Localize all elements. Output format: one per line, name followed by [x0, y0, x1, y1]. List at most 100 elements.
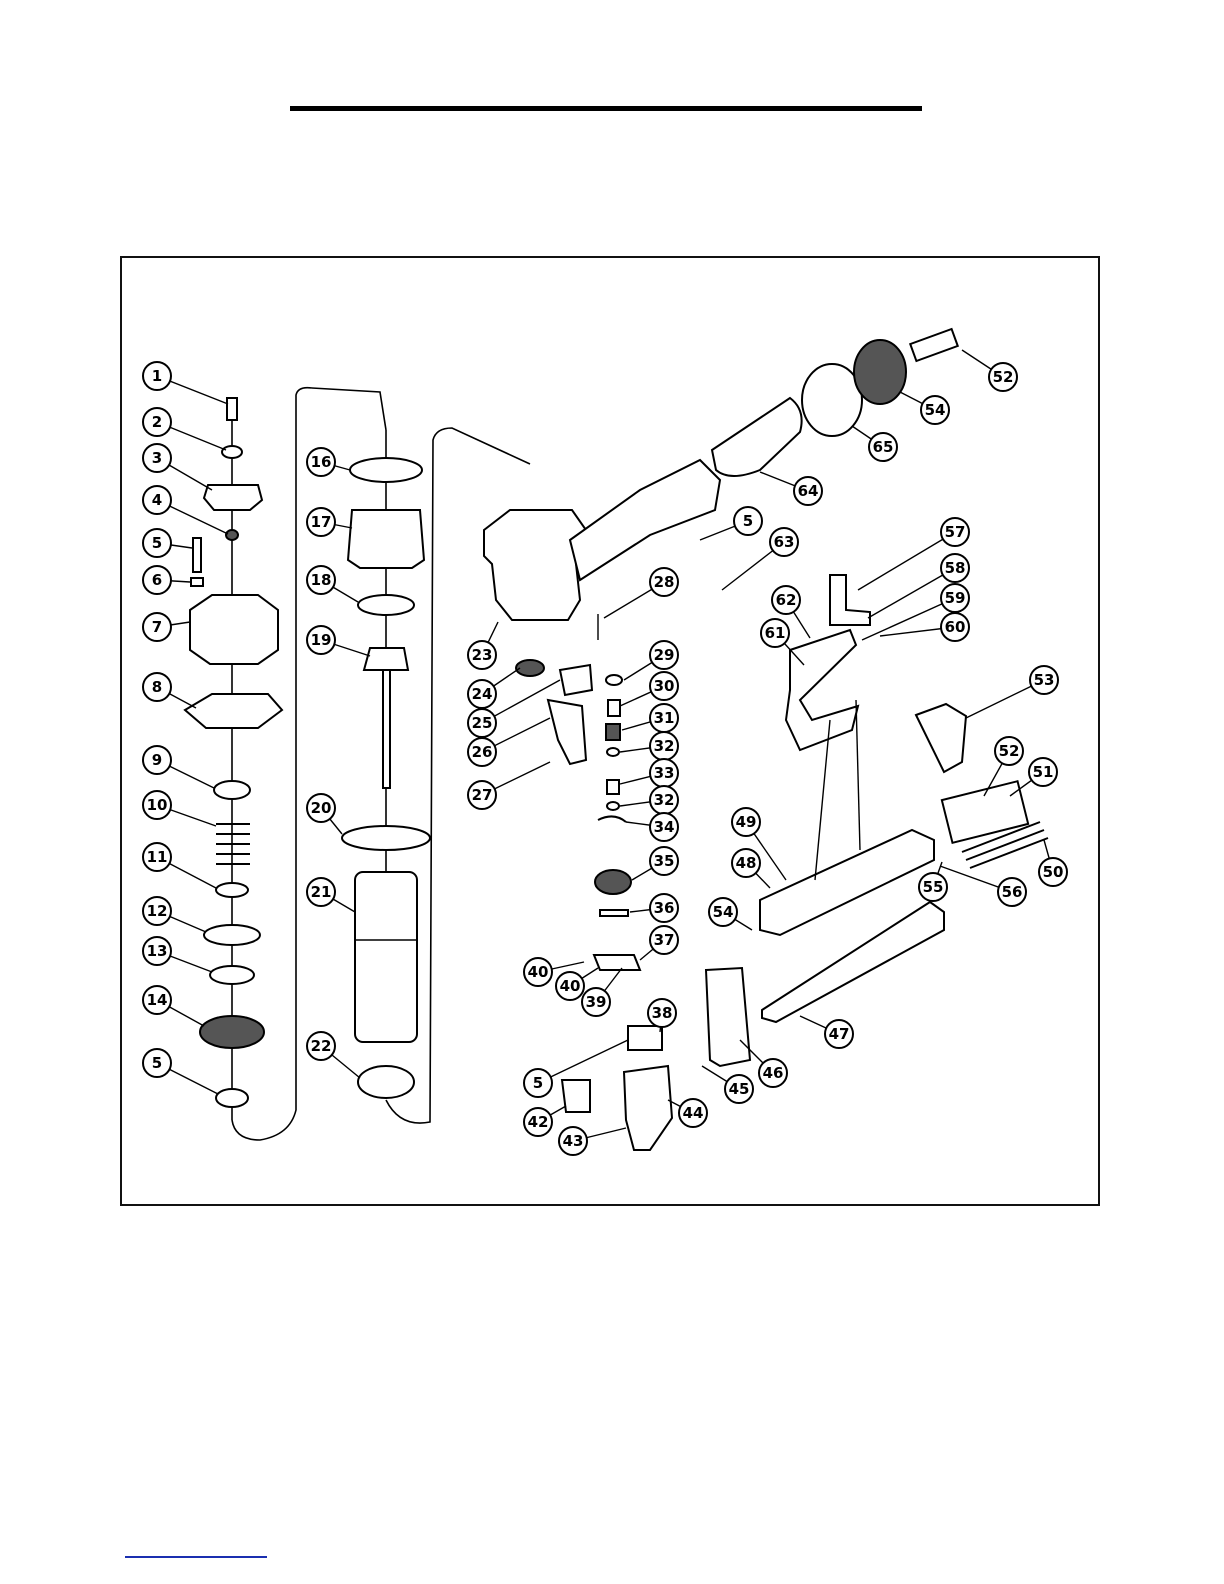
- callout-label: 31: [654, 709, 675, 727]
- gasket-part: [185, 694, 282, 728]
- callout-leader: [858, 532, 955, 590]
- magazine-assembly: [562, 575, 1048, 1150]
- trigger-bracket-part: [548, 700, 586, 764]
- valve-body-part: [595, 870, 631, 894]
- oring-part: [210, 966, 254, 984]
- callout-63: 63: [722, 528, 798, 590]
- callout-label: 10: [147, 796, 168, 814]
- bumper-part: [214, 781, 250, 799]
- oring-part: [606, 675, 622, 685]
- callout-5: 5: [143, 529, 192, 557]
- callout-label: 47: [829, 1025, 850, 1043]
- footer-link-underline[interactable]: [125, 1556, 267, 1558]
- callout-17: 17: [307, 508, 352, 536]
- callout-label: 54: [925, 401, 946, 419]
- callout-50: 50: [1039, 840, 1067, 886]
- inlet-fitting-part: [910, 329, 958, 361]
- callout-label: 44: [683, 1104, 704, 1122]
- callout-label: 40: [560, 977, 581, 995]
- callout-label: 46: [763, 1064, 784, 1082]
- callout-label: 56: [1002, 883, 1023, 901]
- left-assembly: [185, 398, 282, 1120]
- callout-label: 8: [152, 678, 162, 696]
- callout-label: 30: [654, 677, 675, 695]
- callout-42: 42: [524, 1106, 566, 1136]
- callout-label: 63: [774, 533, 795, 551]
- seal-ring-part: [204, 925, 260, 945]
- callout-54: 54: [900, 392, 949, 424]
- oring-part: [342, 826, 430, 850]
- spring-pin-part: [193, 538, 201, 572]
- nose-plate-part: [628, 1026, 662, 1050]
- callout-label: 18: [311, 571, 332, 589]
- safety-lever-part: [594, 955, 640, 970]
- callout-label: 35: [654, 852, 675, 870]
- washer-part: [222, 446, 242, 458]
- callout-47: 47: [800, 1016, 853, 1048]
- callout-label: 43: [563, 1132, 584, 1150]
- callout-label: 22: [311, 1037, 332, 1055]
- callout-35: 35: [632, 847, 678, 880]
- callout-61: 61: [761, 619, 804, 665]
- callout-48: 48: [732, 849, 770, 888]
- cylinder-cap-part: [190, 595, 278, 664]
- callout-label: 60: [945, 618, 966, 636]
- latch-part: [830, 575, 870, 625]
- callout-21: 21: [307, 878, 355, 912]
- cylinder-part: [355, 872, 417, 1042]
- head-valve-part: [200, 1016, 264, 1048]
- callout-22: 22: [307, 1032, 360, 1078]
- callout-label: 50: [1043, 863, 1064, 881]
- callout-label: 45: [729, 1080, 750, 1098]
- callout-10: 10: [143, 791, 216, 826]
- callout-label: 53: [1034, 671, 1055, 689]
- valve-stem-part: [608, 700, 620, 716]
- callout-14: 14: [143, 986, 204, 1026]
- callout-64: 64: [760, 472, 822, 505]
- callout-45: 45: [702, 1066, 753, 1103]
- callout-label: 57: [945, 523, 966, 541]
- oring-part: [358, 595, 414, 615]
- handle-part: [570, 460, 720, 580]
- callout-12: 12: [143, 897, 206, 932]
- callout-label: 32: [654, 791, 675, 809]
- callout-55: 55: [919, 862, 947, 901]
- trigger-valve-part: [516, 660, 544, 676]
- callout-23: 23: [468, 622, 498, 669]
- callout-3: 3: [143, 444, 212, 490]
- screw-part: [227, 398, 237, 420]
- callout-13: 13: [143, 937, 212, 972]
- oring-part: [607, 802, 619, 810]
- callout-label: 55: [923, 878, 944, 896]
- callout-28: 28: [604, 568, 678, 618]
- callout-32: 32: [620, 732, 678, 760]
- spring-part: [216, 824, 250, 864]
- callout-7: 7: [143, 613, 190, 641]
- valve-part: [607, 780, 619, 794]
- callout-20: 20: [307, 794, 342, 834]
- callout-label: 11: [147, 848, 168, 866]
- callout-6: 6: [143, 566, 190, 594]
- callout-leader: [862, 598, 955, 640]
- callout-label: 12: [147, 902, 168, 920]
- callout-label: 23: [472, 646, 493, 664]
- grip-part: [712, 398, 802, 476]
- middle-assembly: [342, 430, 430, 1098]
- callout-label: 14: [147, 991, 168, 1009]
- callout-label: 5: [743, 512, 753, 530]
- callout-label: 5: [152, 1054, 162, 1072]
- callout-label: 9: [152, 751, 162, 769]
- callout-label: 59: [945, 589, 966, 607]
- pusher-part: [916, 704, 966, 772]
- callout-label: 25: [472, 714, 493, 732]
- callout-label: 37: [654, 931, 675, 949]
- callout-label: 48: [736, 854, 757, 872]
- callout-8: 8: [143, 673, 196, 708]
- end-cap-ring-part: [802, 364, 862, 436]
- callout-label: 7: [152, 618, 162, 636]
- nose-guard-part: [624, 1066, 672, 1150]
- callout-label: 39: [586, 993, 607, 1011]
- spring-part: [606, 724, 620, 740]
- callout-label: 2: [152, 413, 162, 431]
- callout-label: 24: [472, 685, 493, 703]
